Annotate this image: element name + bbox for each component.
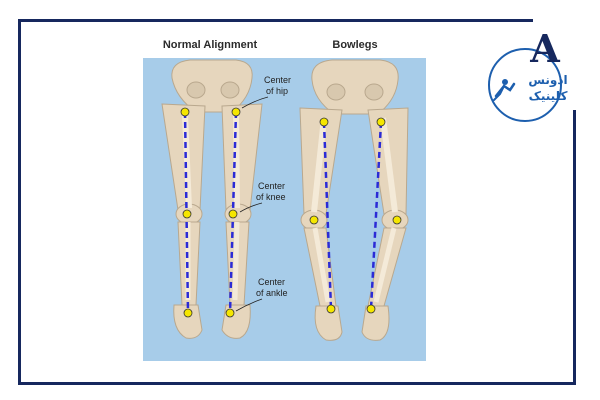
hip-marker — [376, 117, 386, 127]
frame-top-line — [18, 19, 533, 22]
runner-logo-icon — [493, 79, 516, 101]
knee-pointer-arrow — [239, 202, 263, 213]
frame-right-line — [573, 110, 576, 385]
ankle-marker — [225, 308, 235, 318]
bowlegs-figure — [299, 59, 409, 341]
ankle-marker — [326, 304, 336, 314]
logo-text-line1: ادونس — [528, 73, 567, 88]
hip-marker — [231, 107, 241, 117]
knee-marker — [228, 209, 238, 219]
center-of-knee-label-line1: Center — [258, 181, 285, 191]
center-of-hip-label-line2: of hip — [266, 86, 288, 96]
ankle-marker — [366, 304, 376, 314]
hip-marker — [180, 107, 190, 117]
bowleg-left-axis-line — [322, 121, 333, 310]
frame-bottom-line — [18, 382, 576, 385]
logo-letter: A — [529, 26, 560, 71]
center-of-ankle-label-line1: Center — [258, 277, 285, 287]
logo-text-line2: کلینیک — [529, 89, 568, 103]
center-of-knee-label-line2: of knee — [256, 192, 286, 202]
normal-alignment-title: Normal Alignment — [163, 39, 258, 51]
hip-pointer-arrow — [241, 96, 269, 109]
center-of-hip-label-line1: Center — [264, 75, 291, 85]
center-of-ankle-label-line2: of ankle — [256, 288, 288, 298]
bowlegs-title: Bowlegs — [332, 39, 377, 51]
frame-left-line — [18, 19, 21, 385]
bowleg-right-axis-line — [369, 121, 383, 310]
clinic-logo: A ادونس کلینیک — [488, 26, 568, 122]
ankle-marker — [183, 308, 193, 318]
knee-marker — [182, 209, 192, 219]
logo-circle — [488, 48, 562, 122]
hip-marker — [319, 117, 329, 127]
knee-marker — [309, 215, 319, 225]
knee-marker — [392, 215, 402, 225]
ankle-pointer-arrow — [235, 298, 263, 312]
